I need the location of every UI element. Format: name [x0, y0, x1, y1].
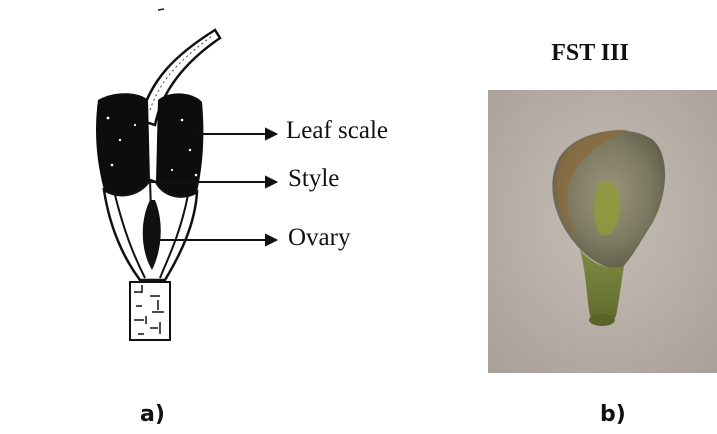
panel-b-photo: FST III [470, 0, 717, 434]
style-arrowhead [266, 177, 276, 187]
stray-mark [158, 9, 164, 10]
label-ovary: Ovary [288, 224, 350, 252]
specimen-stem-base [589, 314, 615, 326]
label-leaf-scale: Leaf scale [286, 117, 388, 145]
photo-title: FST III [470, 40, 710, 67]
flower-stalk [130, 282, 170, 340]
leaf-scale-arrowhead [266, 129, 276, 139]
label-style: Style [288, 165, 339, 193]
ovary-arrowhead [266, 235, 276, 245]
panel-letter-a: a) [140, 402, 165, 427]
specimen-photo [488, 90, 717, 373]
specimen-photo-drawing [488, 90, 717, 373]
panel-a-diagram: Leaf scale Style Ovary a) [0, 0, 460, 434]
leaf-scale-left [96, 93, 150, 195]
panel-letter-b: b) [600, 402, 626, 427]
flower-sketch [0, 0, 460, 434]
